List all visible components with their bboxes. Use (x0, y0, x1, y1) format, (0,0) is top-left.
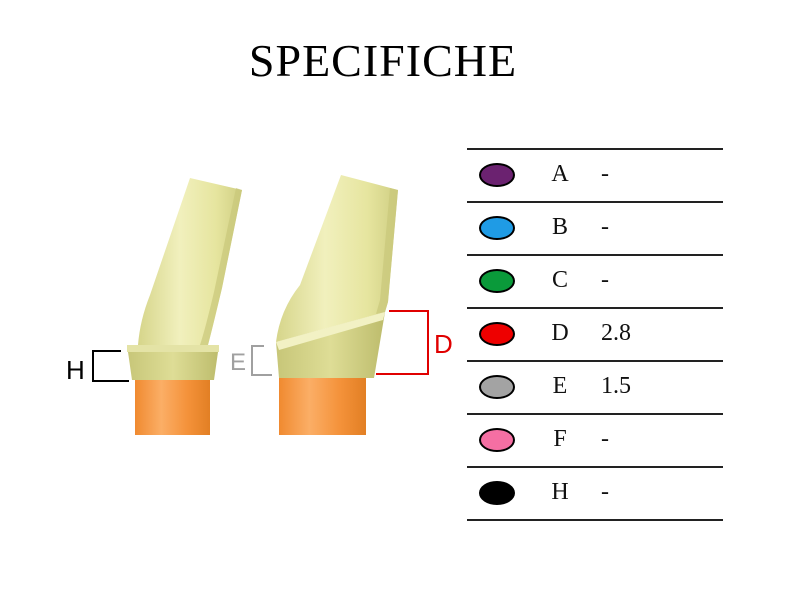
spec-letter: F (553, 426, 567, 452)
spec-value: - (601, 214, 609, 240)
page-title: SPECIFICHE (248, 35, 518, 86)
spec-value: 1.5 (601, 373, 631, 399)
e-bracket: E (230, 345, 272, 376)
left-abutment (127, 178, 242, 435)
spec-row-a: A- (467, 148, 723, 201)
spec-letter: E (552, 373, 568, 399)
spec-row-h: H- (467, 466, 723, 521)
left-abutment-collar (127, 345, 219, 380)
right-abutment-bevel (276, 312, 385, 350)
spec-letter: B (551, 214, 568, 240)
right-implant-base (279, 375, 366, 435)
left-abutment-post-shade (200, 188, 242, 345)
left-implant-base (135, 380, 210, 435)
spec-row-c: C- (467, 254, 723, 307)
d-bracket: D (376, 310, 453, 375)
spec-row-f: F- (467, 413, 723, 466)
spec-letter: H (551, 479, 569, 505)
right-abutment-post-shade (376, 188, 398, 314)
color-swatch (479, 428, 515, 452)
right-abutment-post (276, 175, 398, 342)
right-abutment-collar (276, 312, 385, 378)
e-label: E (230, 349, 246, 376)
spec-letter: D (551, 320, 569, 346)
spec-value: - (601, 426, 609, 452)
spec-letter: C (551, 267, 568, 293)
left-abutment-collar-top (127, 345, 219, 352)
spec-row-e: E 1.5 (467, 360, 723, 413)
right-abutment (276, 175, 398, 435)
color-swatch (479, 216, 515, 240)
color-swatch (479, 375, 515, 399)
spec-value: - (601, 479, 609, 505)
spec-value: - (601, 161, 609, 187)
spec-letter: A (551, 161, 569, 187)
color-swatch (479, 322, 515, 346)
h-label: H (66, 355, 85, 385)
spec-row-b: B- (467, 201, 723, 254)
color-swatch (479, 269, 515, 293)
color-swatch (479, 163, 515, 187)
h-bracket: H (66, 350, 129, 385)
spec-value: - (601, 267, 609, 293)
color-swatch (479, 481, 515, 505)
d-label: D (434, 329, 453, 359)
spec-row-d: D 2.8 (467, 307, 723, 360)
spec-value: 2.8 (601, 320, 631, 346)
